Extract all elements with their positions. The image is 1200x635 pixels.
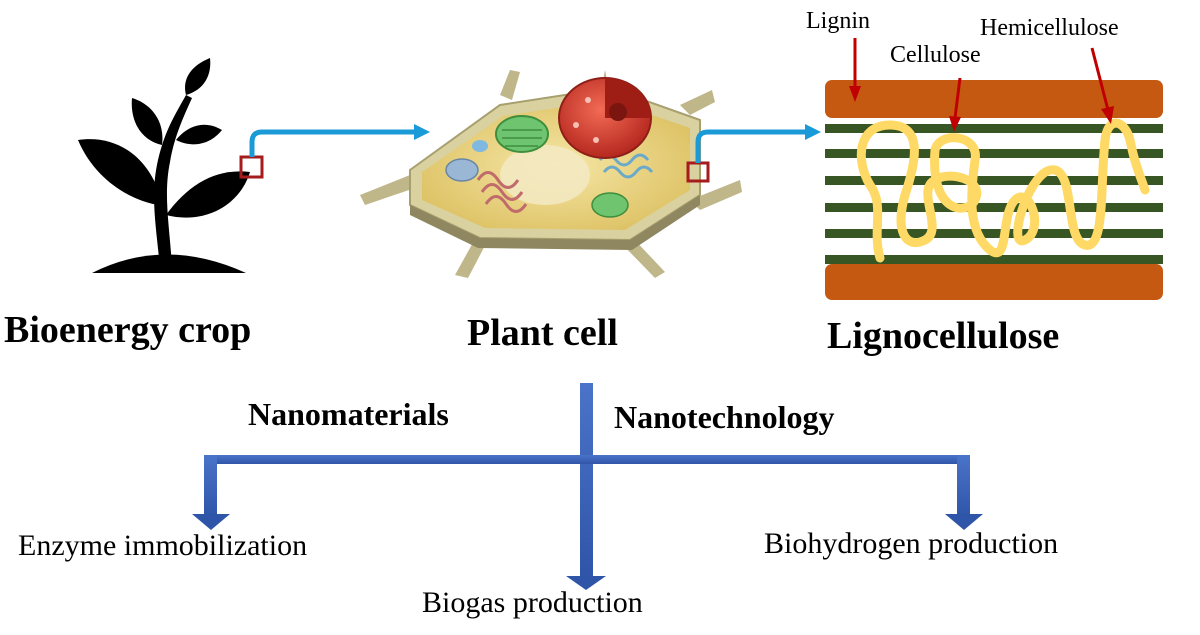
arrow-cell-to-lignocellulose — [695, 129, 806, 163]
lignin-label: Lignin — [806, 8, 870, 34]
enzyme-immobilization-label: Enzyme immobilization — [18, 529, 308, 562]
tree-trunk — [580, 383, 593, 578]
biohydrogen-branch-drop — [957, 455, 970, 517]
chloroplast — [495, 115, 549, 153]
plant-cell-label: Plant cell — [467, 312, 618, 354]
biohydrogen-production-label: Biohydrogen production — [764, 527, 1059, 560]
arrow-head-cell-to-lignocellulose — [805, 124, 821, 140]
cellulose-band — [825, 255, 1163, 264]
hemicellulose-label: Hemicellulose — [980, 15, 1119, 41]
vacuole — [500, 145, 590, 205]
lignin-band-bottom — [825, 264, 1163, 300]
cellulose-band — [825, 124, 1163, 133]
enzyme-arrow-head — [192, 514, 230, 530]
hemicellulose-pointer — [1090, 47, 1110, 111]
cellulose-band — [825, 203, 1163, 212]
lignocellulose-structure — [825, 38, 1163, 300]
cellulose-band — [825, 176, 1163, 185]
nanotechnology-label: Nanotechnology — [614, 399, 835, 435]
plant-cell-illustration — [360, 70, 742, 278]
cellulose-pointer — [953, 77, 962, 119]
biogas-production-label: Biogas production — [422, 586, 643, 619]
biogas-arrow-head — [566, 576, 606, 590]
process-tree — [192, 383, 983, 590]
arrow-crop-to-cell — [249, 129, 415, 157]
enzyme-branch-drop — [204, 455, 217, 517]
tree-branch — [205, 455, 969, 464]
lignocellulose-label: Lignocellulose — [827, 315, 1060, 357]
arrow-head-crop-to-cell — [414, 124, 430, 140]
cellulose-label: Cellulose — [890, 42, 981, 68]
golgi-apparatus — [476, 171, 528, 213]
nanomaterials-label: Nanomaterials — [248, 396, 449, 432]
bioenergy-crop-icon — [78, 58, 250, 273]
hemicellulose-strand — [856, 118, 1150, 263]
biohydrogen-arrow-head — [945, 514, 983, 530]
cellulose-band — [825, 229, 1163, 238]
lignin-band-top — [825, 80, 1163, 118]
bioenergy-crop-label: Bioenergy crop — [4, 309, 252, 351]
cellulose-band — [825, 149, 1163, 158]
